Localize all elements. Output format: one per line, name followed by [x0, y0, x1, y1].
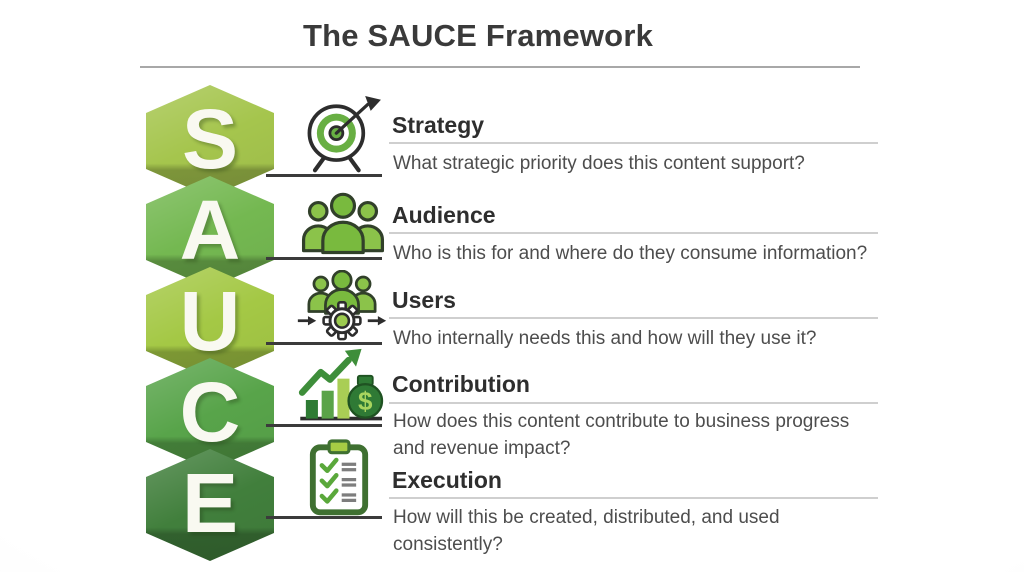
- label-divider: [389, 402, 878, 404]
- connector-line-audience: [266, 257, 382, 260]
- hexagon-letter: C: [179, 365, 241, 459]
- hexagon-e: E: [146, 449, 274, 561]
- hexagon-letter: E: [181, 456, 239, 550]
- row-label-execution: Execution: [392, 467, 502, 493]
- row-label-audience: Audience: [392, 202, 496, 228]
- audience-icon: [299, 192, 387, 263]
- growth-money-icon: $: [296, 348, 390, 431]
- users-gear-icon: [296, 269, 388, 347]
- hexagon-letter: S: [181, 92, 239, 186]
- hexagon-letter: U: [179, 274, 241, 368]
- hexagon-letter: A: [179, 183, 241, 277]
- row-label-strategy: Strategy: [392, 112, 485, 138]
- title-divider: [140, 66, 860, 68]
- row-label-contribution: Contribution: [392, 371, 530, 397]
- checklist-icon: [302, 438, 376, 523]
- page-title: The SAUCE Framework: [302, 18, 654, 53]
- row-question-execution: How will this be created, distributed, a…: [393, 507, 780, 555]
- connector-line-strategy: [266, 174, 382, 177]
- connector-line-contribution: [266, 424, 382, 427]
- row-question-strategy: What strategic priority does this conten…: [393, 153, 805, 174]
- svg-text:$: $: [358, 386, 373, 416]
- row-question-contribution: How does this content contribute to busi…: [393, 411, 850, 459]
- connector-line-users: [266, 342, 382, 345]
- label-divider: [389, 497, 878, 499]
- label-divider: [389, 142, 878, 144]
- row-question-audience: Who is this for and where do they consum…: [393, 243, 868, 264]
- row-question-users: Who internally needs this and how will t…: [393, 328, 817, 349]
- connector-line-execution: [266, 516, 382, 519]
- target-icon: [298, 96, 384, 179]
- row-label-users: Users: [392, 287, 456, 313]
- label-divider: [389, 317, 878, 319]
- label-divider: [389, 232, 878, 234]
